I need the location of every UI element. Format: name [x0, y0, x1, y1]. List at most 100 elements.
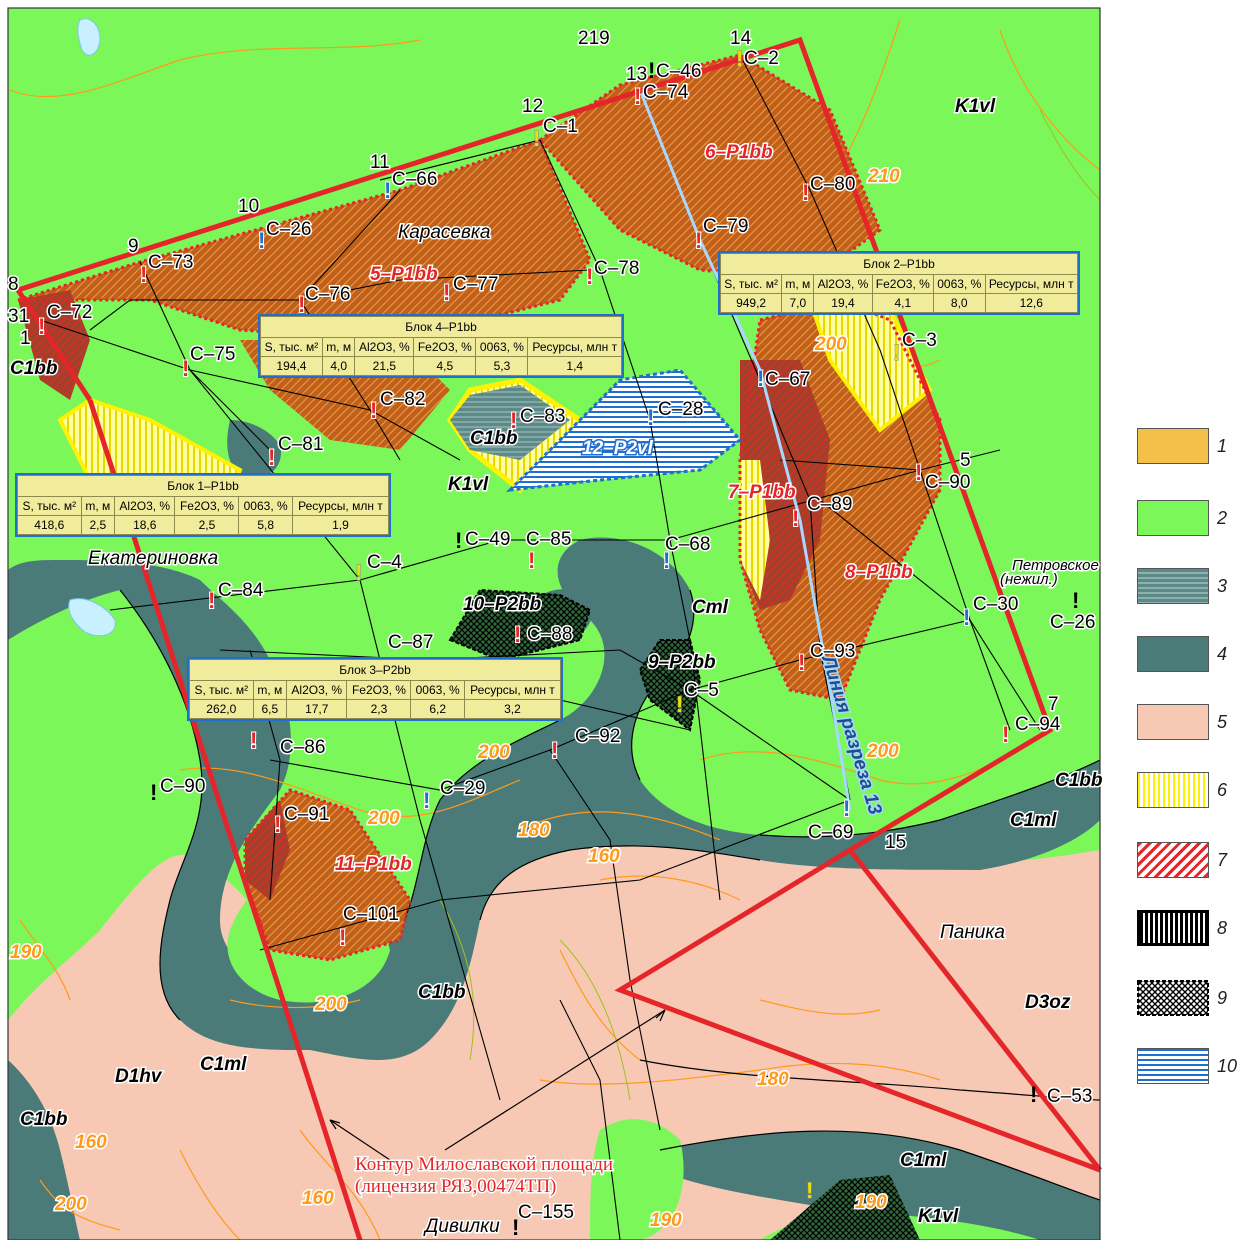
well-c80: С–80 — [810, 174, 855, 195]
well-marker: ! — [268, 445, 275, 470]
well-c84: С–84 — [218, 580, 264, 601]
well-marker: ! — [695, 228, 702, 253]
block-4-table: Блок 4–P1bb S, тыс. м² m, м Al2O3, % Fe2… — [258, 314, 624, 378]
lake-west — [68, 598, 116, 637]
legend-number: 8 — [1217, 918, 1228, 938]
isoline-160-w: 160 — [75, 1132, 107, 1153]
block-12-area — [505, 368, 743, 492]
thin-lines — [439, 109, 1101, 1101]
well-c85: С–85 — [526, 529, 571, 550]
isoline-200-w: 200 — [54, 1194, 87, 1215]
block-5-area — [18, 140, 590, 340]
well-marker: ! — [514, 622, 521, 647]
vertex-31: 31 — [8, 306, 29, 327]
col-area: S, тыс. м² — [719, 274, 783, 294]
well-c75: С–75 — [190, 344, 235, 365]
legend-item-6: 6 — [1137, 772, 1245, 812]
well-marker: ! — [798, 650, 805, 675]
well-marker: ! — [140, 262, 147, 287]
place-petrovskoe-note: (нежил.) — [1000, 571, 1058, 588]
geo-k1vl-ne: K1vl — [955, 96, 996, 117]
well-marker: ! — [355, 560, 362, 585]
legend-swatch — [1137, 842, 1209, 878]
well-c28: С–28 — [658, 399, 703, 420]
well-marker: ! — [676, 692, 683, 717]
geo-boundaries — [119, 589, 1101, 1201]
legend-swatch — [1137, 568, 1209, 604]
well-marker: ! — [663, 548, 670, 573]
well-c82: С–82 — [380, 389, 425, 410]
license-contour-west — [87, 399, 363, 1240]
well-marker: ! — [339, 925, 346, 950]
legend-item-3: 3 — [1137, 568, 1245, 608]
geo-c1ml-sw: C1ml — [200, 1054, 247, 1075]
geo-cml: Cml — [692, 597, 729, 618]
col-al2o3: Al2O3, % — [813, 274, 873, 294]
isoline-200-s: 200 — [367, 808, 400, 829]
well-marker: ! — [551, 738, 558, 763]
well-marker: ! — [757, 366, 764, 391]
isoline-190-w: 190 — [10, 942, 42, 963]
block-title: Блок 4–P1bb — [260, 316, 622, 338]
geo-c1bb-w: C1bb — [10, 358, 58, 379]
well-c81: С–81 — [278, 434, 323, 455]
cell-al2o3: 18,6 — [114, 515, 176, 535]
isoline-210: 210 — [867, 166, 900, 187]
geo-d1hv: D1hv — [115, 1066, 163, 1087]
isoline-200-ne: 200 — [814, 334, 847, 355]
well-c73: С–73 — [148, 252, 193, 273]
col-fe2o3: Fe2O3, % — [174, 496, 240, 516]
legend-swatch — [1137, 704, 1209, 740]
col-0063: 0063, % — [238, 496, 293, 516]
isoline-180-se: 180 — [757, 1069, 789, 1090]
cell-area: 262,0 — [189, 699, 254, 719]
legend-swatch — [1137, 772, 1209, 808]
legend-item-5: 5 — [1137, 704, 1245, 744]
isoline-200-sw: 200 — [314, 994, 347, 1015]
cell-area: 418,6 — [17, 515, 82, 535]
well-marker: ! — [634, 84, 641, 109]
block-se-area — [770, 1175, 920, 1240]
legend-number: 3 — [1217, 576, 1228, 596]
deposit-5: 5–P1bb — [370, 264, 438, 285]
well-marker: ! — [647, 405, 654, 430]
well-c4: С–4 — [367, 552, 402, 573]
legend-number: 9 — [1217, 988, 1228, 1008]
place-karasevka: Карасевка — [398, 222, 490, 243]
well-c67: С–67 — [765, 369, 810, 390]
profile-lines — [39, 54, 1041, 1240]
cell-resources: 1,9 — [291, 515, 390, 535]
well-marker: ! — [512, 1215, 519, 1240]
well-marker: ! — [843, 796, 850, 821]
legend-swatch — [1137, 636, 1209, 672]
geo-c1ml-se: C1ml — [900, 1150, 947, 1171]
block-6-area — [540, 55, 880, 280]
well-marker: ! — [38, 314, 45, 339]
well-marker: ! — [533, 126, 540, 151]
col-0063: 0063, % — [475, 337, 529, 357]
block-title: Блок 2–P1bb — [720, 253, 1078, 275]
deposit-12: 12–P2vl — [582, 438, 654, 459]
cell-al2o3: 19,4 — [813, 293, 873, 313]
cell-fe2o3: 2,3 — [346, 699, 412, 719]
vertex-1: 1 — [20, 328, 31, 349]
isoline-190-s: 190 — [650, 1210, 682, 1231]
well-c46: С–46 — [656, 61, 701, 82]
isoline-200-c: 200 — [477, 742, 510, 763]
well-marker: ! — [586, 264, 593, 289]
deposit-8: 8–P1bb — [845, 562, 913, 583]
contour-caption-line2: (лицензия РЯЗ,00474ТП) — [355, 1176, 556, 1197]
well-marker: ! — [384, 178, 391, 203]
cell-0063: 6,2 — [410, 699, 465, 719]
section-line-13 — [638, 89, 852, 811]
well-c86: С–86 — [280, 737, 325, 758]
well-marker: ! — [893, 340, 900, 365]
well-marker: ! — [802, 180, 809, 205]
well-c74: С–74 — [643, 82, 689, 103]
col-thickness: m, м — [252, 680, 288, 700]
well-marker: ! — [208, 588, 215, 613]
col-resources: Ресурсы, млн т — [291, 496, 390, 516]
place-ekaterinovka: Екатериновка — [88, 548, 218, 569]
caption-arrows — [329, 1009, 666, 1161]
col-thickness: m, м — [80, 496, 116, 516]
